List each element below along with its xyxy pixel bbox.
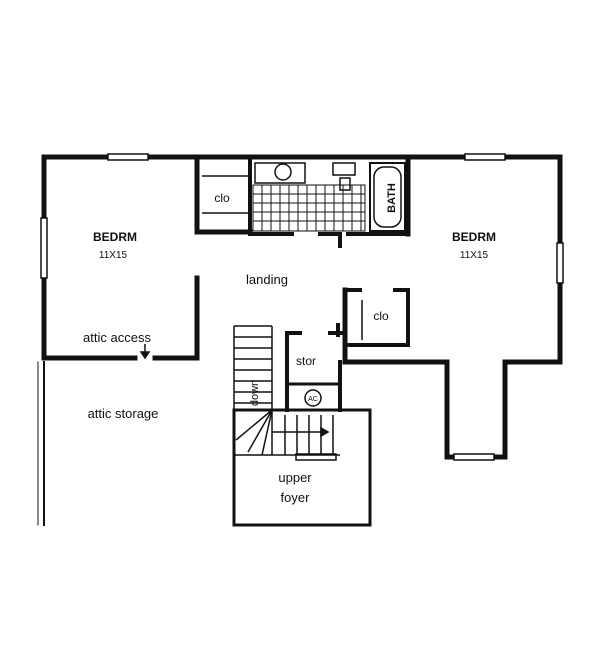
closet-left-label: clo bbox=[214, 191, 230, 205]
bath-tile-floor bbox=[252, 184, 366, 232]
bath-label: BATH bbox=[386, 183, 398, 213]
attic-storage-label: attic storage bbox=[88, 406, 159, 421]
windows bbox=[40, 153, 564, 461]
bedroom-right-label: BEDRM bbox=[452, 230, 496, 244]
upper-foyer-label-line1: upper bbox=[278, 470, 312, 485]
upper-foyer-label-line2: foyer bbox=[281, 490, 311, 505]
closet-rods bbox=[202, 175, 363, 340]
closet-right-label: clo bbox=[373, 309, 389, 323]
bedroom-left-size: 11X15 bbox=[99, 250, 128, 261]
ac-unit bbox=[304, 389, 322, 407]
bedroom-left-label: BEDRM bbox=[93, 230, 137, 244]
staircase bbox=[233, 325, 340, 456]
attic-access-arrow bbox=[139, 344, 151, 360]
stairs-down-label: down bbox=[249, 380, 261, 406]
landing-label: landing bbox=[246, 272, 288, 287]
attic-access-label: attic access bbox=[83, 330, 151, 345]
bath-fixtures bbox=[254, 162, 406, 232]
bedroom-right-size: 11X15 bbox=[460, 250, 489, 261]
walls bbox=[37, 154, 563, 527]
ac-label: AC bbox=[308, 396, 318, 403]
storage-label: stor bbox=[296, 354, 316, 368]
